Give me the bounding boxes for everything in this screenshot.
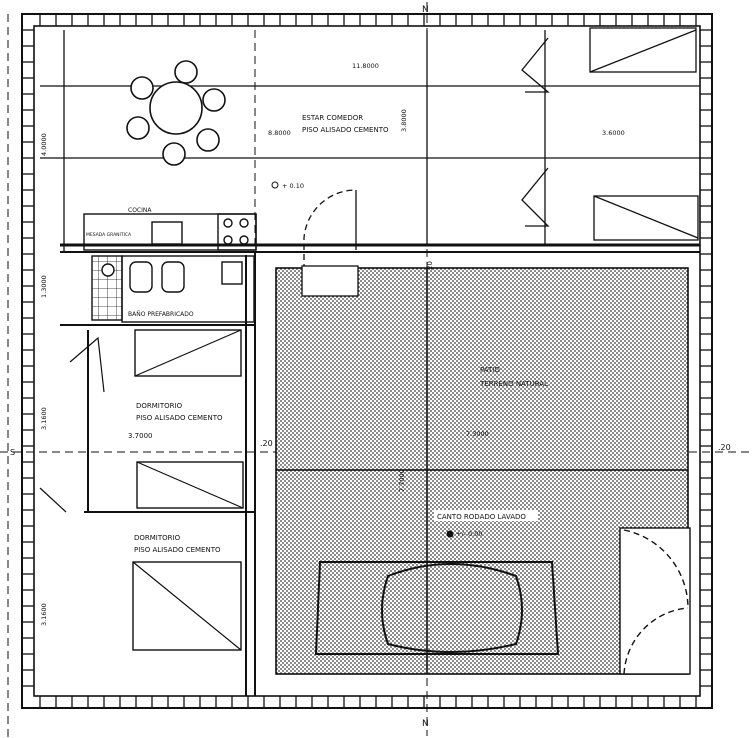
axis-top: N [422, 5, 429, 15]
axis-marks: N N S 20 [10, 5, 434, 729]
dim-living-left: 8.8000 [268, 129, 291, 137]
canto-label: CANTO RODADO LAVADO [437, 513, 526, 521]
dim-left-dorm: 3.1600 [40, 407, 48, 430]
dim-left-bottom: 3.1600 [40, 603, 48, 626]
axis-bottom: N [422, 719, 429, 729]
dim-patio-height: 7.7000 [398, 469, 406, 492]
dorm1-name-label: DORMITORIO [136, 402, 183, 410]
cocina-label: COCINA [128, 207, 152, 214]
level-patio: +/- 0.00 [456, 530, 483, 538]
bano-label: BAÑO PREFABRICADO [128, 311, 194, 318]
dining-table [126, 60, 226, 166]
living-name-label: ESTAR COMEDOR [302, 114, 363, 122]
dorm2-name-label: DORMITORIO [134, 534, 181, 542]
gate [619, 527, 691, 675]
patio-label: PATIO [480, 366, 500, 374]
terreno-label: TERRENO NATURAL [479, 380, 548, 388]
level-living: + 0.10 [282, 182, 304, 190]
dim-wall-left: .20 [260, 439, 273, 448]
dim-top-width: 11.8000 [352, 62, 379, 70]
axis-left: S [10, 448, 15, 457]
dim-left-top: 4.0000 [40, 133, 48, 156]
dim-living-right: 3.6000 [602, 129, 625, 137]
dim-wall-right: .20 [718, 443, 731, 452]
dim-left-mid: 1.3000 [40, 275, 48, 298]
car [314, 561, 560, 655]
bedroom-walls [39, 252, 256, 696]
bathroom [91, 255, 255, 323]
kitchen [83, 213, 257, 251]
dorm2-floor-label: PISO ALISADO CEMENTO [134, 546, 221, 554]
perimeter-wall [21, 13, 713, 709]
dim-patio-width: 7.3000 [466, 430, 489, 438]
dimension-labels: 11.8000 8.8000 3.6000 3.8000 4.0000 1.30… [40, 62, 731, 626]
axis-patio: 20 [426, 261, 434, 270]
room-labels: ESTAR COMEDOR PISO ALISADO CEMENTO COCIN… [86, 114, 548, 554]
dim-dorm-width: 3.7000 [128, 432, 153, 440]
mesada-label: MESADA GRANITICA [86, 232, 132, 238]
wall-hatching [22, 14, 712, 708]
living-floor-label: PISO ALISADO CEMENTO [302, 126, 389, 134]
dim-living-height: 3.8000 [400, 109, 408, 132]
dorm1-floor-label: PISO ALISADO CEMENTO [136, 414, 223, 422]
level-marks: + 0.10 +/- 0.00 [271, 181, 483, 538]
